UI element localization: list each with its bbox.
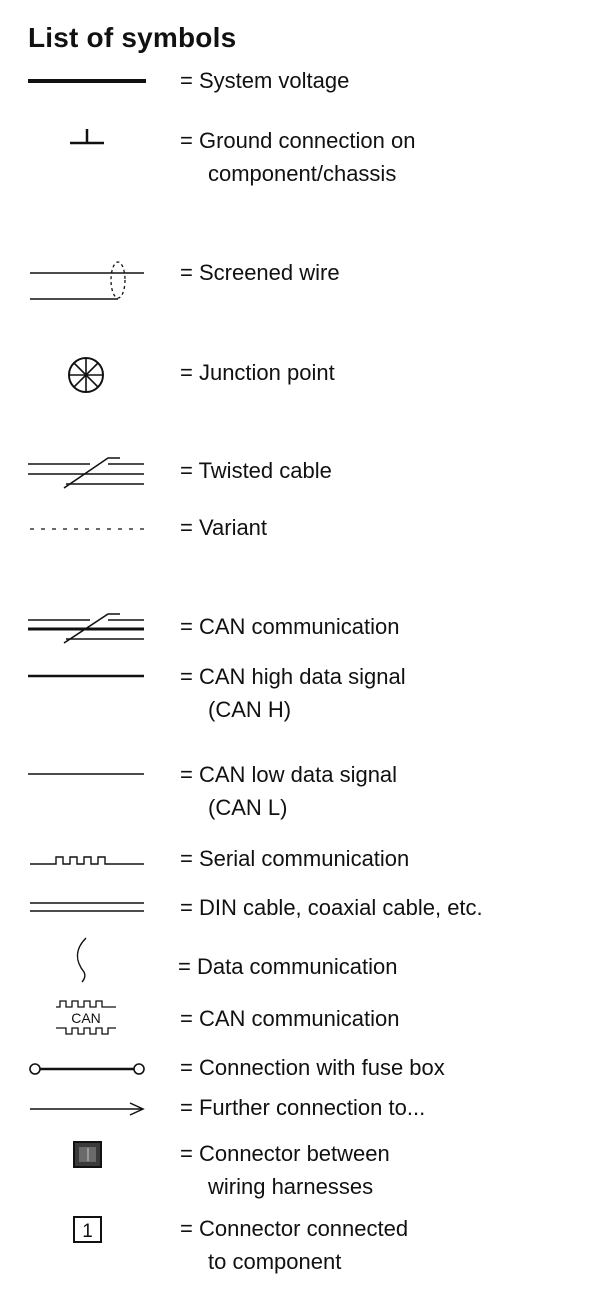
symbol-label: = Variant: [180, 515, 268, 540]
symbol-label-line2: wiring harnesses: [208, 1174, 374, 1199]
component-connector-icon: 1: [26, 1212, 150, 1245]
symbol-label: = Connection with fuse box: [180, 1055, 445, 1080]
symbol-label: = CAN communication: [180, 1006, 400, 1031]
symbol-label: = Connector between: [180, 1141, 390, 1166]
symbol-label: = Connector connected: [180, 1216, 409, 1241]
symbol-label: = Further connection to...: [180, 1095, 426, 1120]
symbol-label-line2: (CAN H): [208, 697, 292, 722]
symbol-label: = DIN cable, coaxial cable, etc.: [180, 895, 483, 920]
symbol-label: = CAN communication: [180, 614, 400, 639]
further-connection-arrow-icon: [26, 1091, 150, 1124]
data-communication-icon: [26, 934, 150, 984]
symbol-label: = CAN high data signal: [180, 664, 406, 689]
symbol-label-line2: to component: [208, 1249, 342, 1274]
symbol-label: = Data communication: [178, 954, 398, 979]
symbol-label: = CAN low data signal: [180, 762, 398, 787]
symbol-label-line2: (CAN L): [208, 795, 288, 820]
variant-dashed-line-icon: [26, 511, 150, 544]
serial-communication-icon: [26, 842, 150, 875]
symbol-label: = Junction point: [180, 360, 335, 385]
connector-number: 1: [82, 1221, 93, 1242]
can-high-line-icon: [26, 660, 150, 693]
fuse-box-connection-icon: [26, 1051, 150, 1084]
symbol-label: = Twisted cable: [180, 458, 332, 483]
symbol-label: = Screened wire: [180, 260, 340, 285]
symbol-label-line2: component/chassis: [208, 161, 397, 186]
system-voltage-line-icon: [26, 64, 150, 97]
can-pulse-box-label: CAN: [71, 1010, 101, 1026]
harness-connector-icon: [26, 1137, 150, 1170]
can-pulse-box-icon: CAN: [26, 998, 150, 1038]
twisted-cable-icon: [26, 454, 150, 494]
din-cable-icon: [26, 891, 150, 924]
symbol-label: = System voltage: [180, 68, 350, 93]
page-title: List of symbols: [28, 22, 237, 53]
screened-wire-icon: [26, 256, 150, 306]
ground-connection-icon: [26, 124, 150, 157]
can-communication-twisted-icon: [26, 610, 150, 650]
can-low-line-icon: [26, 758, 150, 791]
symbol-label: = Serial communication: [180, 846, 410, 871]
junction-point-icon: [26, 356, 150, 396]
symbol-label: = Ground connection on: [180, 128, 416, 153]
